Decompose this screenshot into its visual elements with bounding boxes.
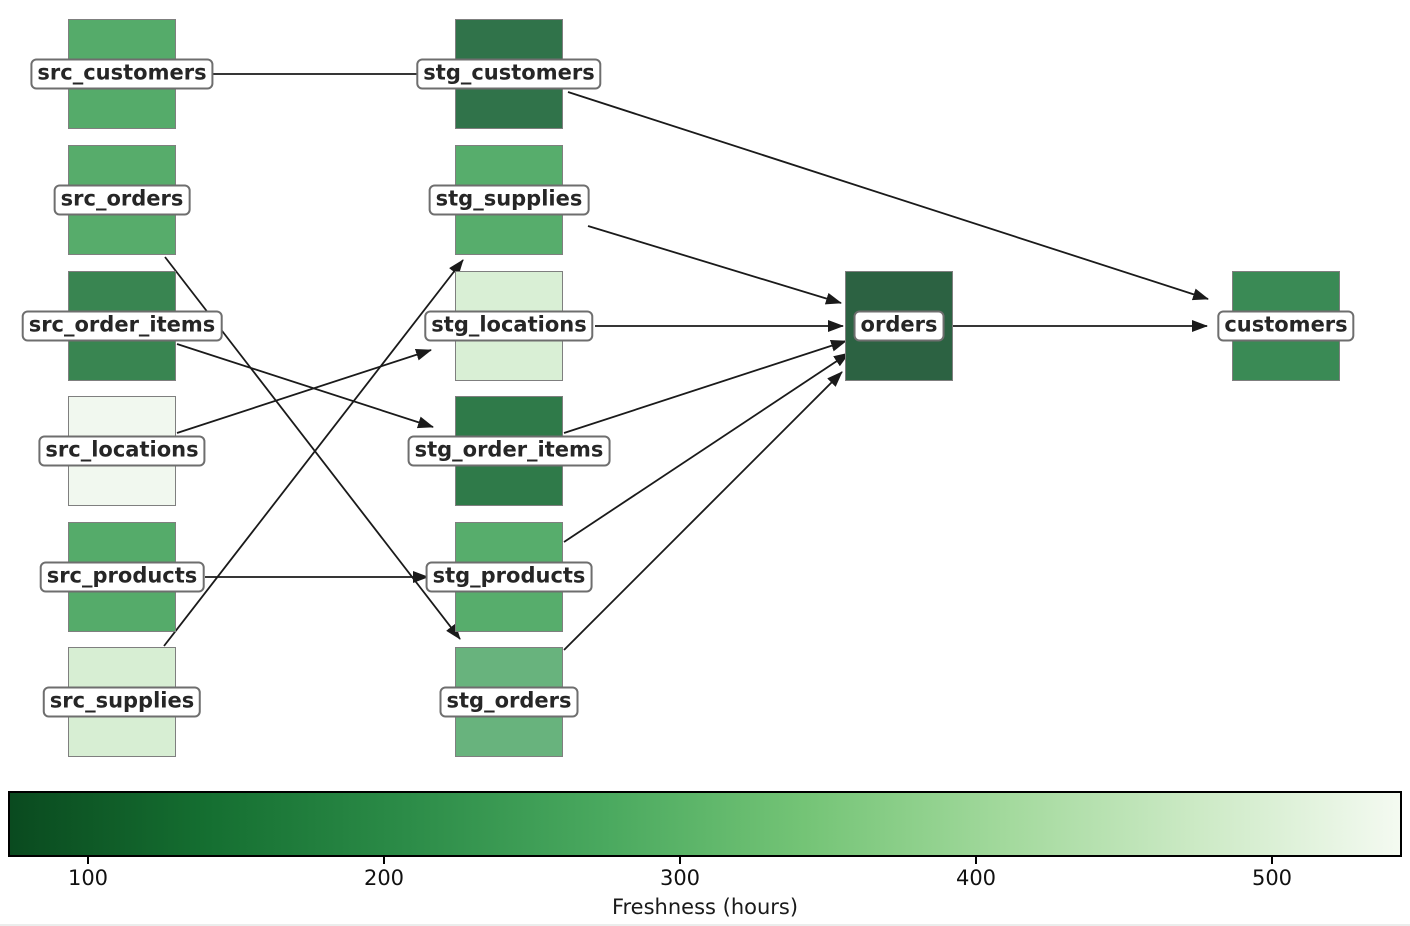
- colorbar-tick-500: [1271, 857, 1273, 864]
- edge-stg_supplies-to-orders: [587, 225, 842, 305]
- edge-src_locations-to-stg_locations: [176, 348, 432, 434]
- edge-src_order_items-to-stg_order_items: [176, 343, 434, 429]
- colorbar-axis-label: Freshness (hours): [611, 895, 799, 919]
- edge-stg_order_items-to-orders: [563, 339, 847, 434]
- window-bottom-border: [0, 924, 1410, 926]
- colorbar-tick-label-300: 300: [659, 866, 701, 890]
- colorbar-tick-200: [383, 857, 385, 864]
- colorbar-tick-100: [87, 857, 89, 864]
- colorbar-tick-400: [975, 857, 977, 864]
- colorbar-tick-label-400: 400: [955, 866, 997, 890]
- edge-stg_orders-to-orders: [563, 371, 843, 651]
- edge-src_supplies-to-stg_supplies: [163, 259, 464, 647]
- colorbar-tick-300: [679, 857, 681, 864]
- colorbar-tick-label-500: 500: [1251, 866, 1293, 890]
- edge-stg_products-to-orders: [563, 352, 850, 543]
- colorbar-gradient: [8, 791, 1402, 857]
- edge-stg_customers-to-customers: [567, 91, 1209, 301]
- colorbar-tick-label-100: 100: [67, 866, 109, 890]
- colorbar-tick-label-200: 200: [363, 866, 405, 890]
